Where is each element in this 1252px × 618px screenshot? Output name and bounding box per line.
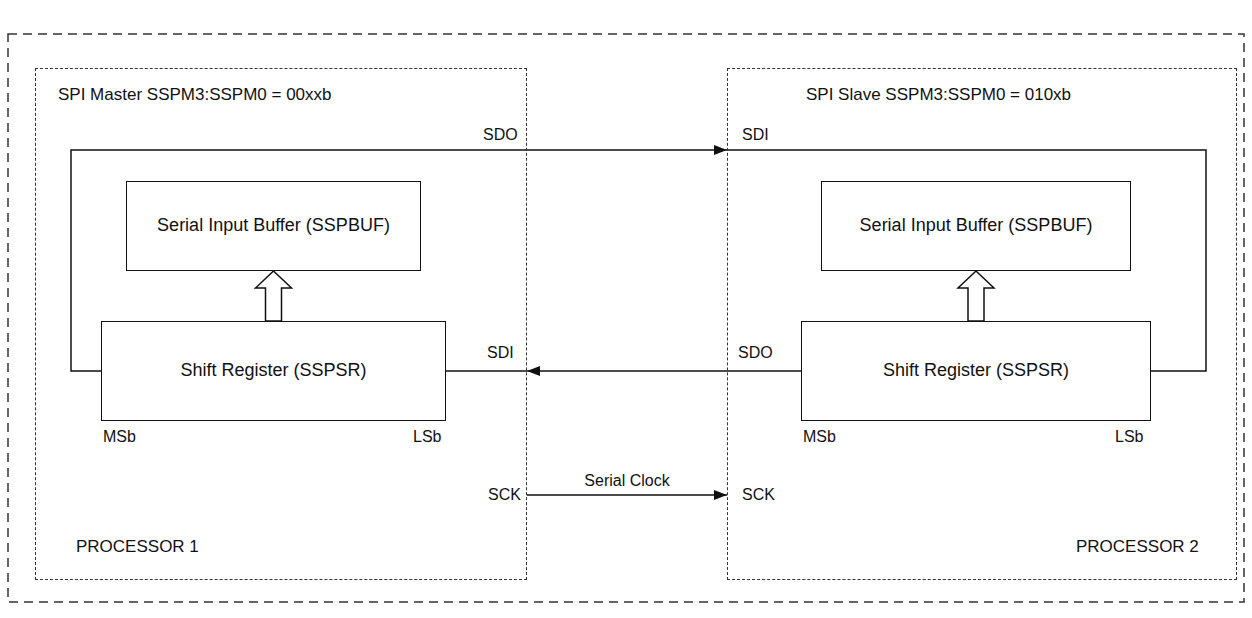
signal-name: SDI xyxy=(741,126,770,144)
register-box: Serial Input Buffer (SSPBUF) xyxy=(821,181,1131,271)
transfer-arrow xyxy=(958,271,994,321)
signal-name: SCK xyxy=(487,486,522,504)
signal-name: SDI xyxy=(486,344,515,362)
connector xyxy=(527,490,727,500)
arrowhead xyxy=(714,490,727,500)
signal-wire xyxy=(527,494,727,496)
outer-dashed-border xyxy=(8,34,1244,602)
signal-name: LSb xyxy=(1114,428,1144,446)
mode-title: SPI Slave SSPM3:SSPM0 = 010xb xyxy=(806,85,1071,105)
processor-region: SPI Master SSPM3:SSPM0 = 00xxbPROCESSOR … xyxy=(35,68,527,580)
edge-label: Serial Clock xyxy=(583,472,670,490)
arrowhead xyxy=(714,145,727,155)
processor-name: PROCESSOR 2 xyxy=(1076,537,1199,557)
box-label: Serial Input Buffer (SSPBUF) xyxy=(145,214,402,237)
register-box: Serial Input Buffer (SSPBUF) xyxy=(126,181,421,271)
connector xyxy=(256,271,292,321)
signal-wire xyxy=(446,370,801,372)
processor-name: PROCESSOR 1 xyxy=(76,537,199,557)
signal-name: MSb xyxy=(102,428,137,446)
processor-region: SPI Slave SSPM3:SSPM0 = 010xbPROCESSOR 2… xyxy=(727,68,1237,580)
box-label: Serial Input Buffer (SSPBUF) xyxy=(848,214,1105,237)
mode-title: SPI Master SSPM3:SSPM0 = 00xxb xyxy=(58,85,332,105)
box-label: Shift Register (SSPSR) xyxy=(168,359,378,382)
signal-name: MSb xyxy=(802,428,837,446)
signal-name: SDO xyxy=(737,344,774,362)
signal-name: LSb xyxy=(412,428,442,446)
signal-name: SDO xyxy=(482,126,519,144)
box-label: Shift Register (SSPSR) xyxy=(871,359,1081,382)
connector xyxy=(958,271,994,321)
register-box: Shift Register (SSPSR) xyxy=(101,321,446,421)
register-box: Shift Register (SSPSR) xyxy=(801,321,1151,421)
arrowhead xyxy=(527,366,540,376)
connector xyxy=(446,366,801,376)
signal-name: SCK xyxy=(741,486,776,504)
transfer-arrow xyxy=(256,271,292,321)
